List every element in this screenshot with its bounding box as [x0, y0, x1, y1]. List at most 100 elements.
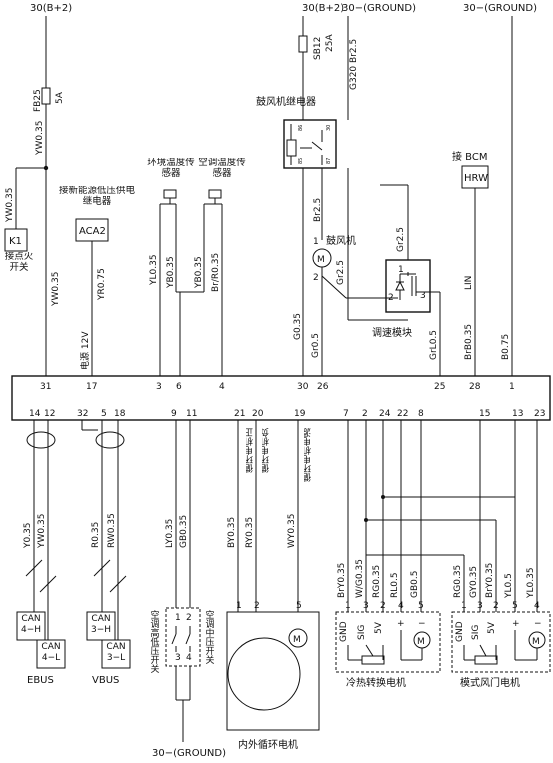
svg-text:8: 8 — [418, 409, 424, 419]
wire-m2-1: GY0.35 — [469, 566, 479, 598]
blower-relay-label: 鼓风机继电器 — [256, 95, 316, 108]
svg-text:2: 2 — [186, 613, 192, 623]
mode-potentiometer — [474, 655, 498, 665]
speed-module-label: 调速模块 — [372, 327, 412, 339]
svg-text:M: M — [293, 635, 301, 645]
svg-text:4: 4 — [219, 382, 225, 392]
svg-text:17: 17 — [86, 382, 97, 392]
wire-m1-3: RL0.5 — [390, 572, 400, 598]
svg-text:18: 18 — [114, 409, 126, 419]
wire-yw035-left: YW0.35 — [5, 188, 15, 223]
svg-text:15: 15 — [479, 409, 490, 419]
blower-relay — [283, 119, 337, 169]
svg-text:30: 30 — [326, 125, 332, 131]
wire-g320: G320 Br2.5 — [349, 39, 359, 90]
svg-text:SIG: SIG — [357, 625, 367, 640]
svg-text:2: 2 — [362, 409, 368, 419]
wire-yw035-can: YW0.35 — [37, 514, 47, 549]
svg-text:1: 1 — [461, 601, 467, 611]
blower-label: 鼓风机 — [326, 234, 356, 247]
svg-text:3: 3 — [156, 382, 162, 392]
svg-text:30: 30 — [297, 382, 309, 392]
svg-text:20: 20 — [252, 409, 264, 419]
vbus-label: VBUS — [92, 675, 119, 686]
ac-sensor-label: 空调温度传感器 — [198, 158, 246, 179]
fuse-fb25-label: FB25 — [33, 89, 43, 112]
wire-brr035: Br/R0.35 — [211, 253, 221, 292]
wire-yl035: YL0.35 — [149, 254, 159, 286]
wire-yw035-top: YW0.35 — [35, 121, 45, 156]
wire-gr25-a: Gr2.5 — [336, 260, 346, 285]
wire-m1-2: RG0.35 — [372, 565, 382, 598]
circ-motor-icon — [288, 628, 308, 648]
relay-coil — [286, 139, 297, 157]
svg-text:7: 7 — [343, 409, 349, 419]
svg-text:5V: 5V — [374, 621, 384, 634]
ignition-label: 接点火开关 — [4, 252, 34, 273]
speed-module — [385, 259, 431, 313]
fuse-fb25-rating: 5A — [55, 91, 65, 104]
svg-text:5V: 5V — [487, 621, 497, 634]
svg-text:9: 9 — [171, 409, 177, 419]
svg-text:23: 23 — [534, 409, 545, 419]
svg-text:2: 2 — [254, 601, 260, 611]
b2-left-label: 30(B+2) — [30, 3, 72, 14]
hvac-controller-connector — [11, 375, 551, 421]
wire-m2-2: BrY0.35 — [485, 563, 495, 598]
ac-mid-label: 空调中压开关 — [203, 610, 214, 664]
svg-text:85: 85 — [298, 158, 304, 164]
svg-text:3: 3 — [477, 601, 483, 611]
svg-text:28: 28 — [469, 382, 481, 392]
wire-m2-4: YL0.35 — [526, 567, 536, 599]
svg-text:2: 2 — [313, 273, 319, 283]
svg-text:1: 1 — [236, 601, 242, 611]
wire-y035: Y0.35 — [23, 522, 33, 549]
circ-motor-damper — [227, 637, 301, 711]
ground-right-label: 30−(GROUND) — [463, 3, 537, 14]
wire-yb035-a: YB0.35 — [166, 256, 176, 289]
wire-grl05: GrL0.5 — [429, 330, 439, 360]
svg-text:1: 1 — [175, 613, 181, 623]
wire-yb035-b: YB0.35 — [194, 256, 204, 289]
wire-yw035-main: YW0.35 — [51, 272, 61, 307]
svg-text:3: 3 — [175, 653, 181, 663]
wire-wy035: WY0.35 — [287, 514, 297, 548]
can4h-box — [16, 611, 46, 641]
svg-text:32: 32 — [77, 409, 88, 419]
svg-text:22: 22 — [397, 409, 408, 419]
svg-text:5: 5 — [101, 409, 107, 419]
svg-text:SIG: SIG — [471, 625, 481, 640]
mode-motor-label: 模式风门电机 — [460, 676, 520, 689]
ebus-label: EBUS — [27, 675, 54, 686]
svg-text:5: 5 — [512, 601, 518, 611]
svg-text:+: + — [397, 619, 405, 629]
fuse-fb25 — [41, 87, 51, 105]
circ-motor-label: 内外循环电机 — [238, 738, 298, 751]
wire-g035: G0.35 — [293, 313, 303, 340]
wire-yr075: YR0.75 — [97, 268, 107, 301]
svg-text:1: 1 — [345, 601, 351, 611]
fuse-sb12-rating: 25A — [325, 34, 335, 52]
wire-lin: LIN — [464, 276, 474, 290]
svg-text:6: 6 — [176, 382, 182, 392]
ground-mid-label: 30−(GROUND) — [342, 3, 416, 14]
can4l-box — [36, 639, 66, 669]
svg-text:25: 25 — [434, 382, 445, 392]
svg-text:1: 1 — [509, 382, 515, 392]
svg-text:2: 2 — [380, 601, 386, 611]
wire-brb035: BrB0.35 — [464, 324, 474, 360]
svg-text:GND: GND — [339, 621, 349, 642]
can4h-label: CAN 4−H — [20, 614, 42, 635]
can3l-box — [101, 639, 131, 669]
power-12v-label: 电源 12V — [79, 331, 91, 370]
fuse-sb12 — [298, 35, 308, 53]
circ-pwr-label: 循环电机电源 — [304, 428, 313, 482]
svg-text:M: M — [317, 255, 325, 265]
ac-pressure-switch — [165, 607, 201, 667]
wire-br25: Br2.5 — [313, 198, 323, 222]
svg-text:11: 11 — [186, 409, 197, 419]
svg-text:5: 5 — [296, 601, 302, 611]
wire-gb035: GB0.35 — [179, 515, 189, 548]
wire-rw035: RW0.35 — [107, 513, 117, 548]
